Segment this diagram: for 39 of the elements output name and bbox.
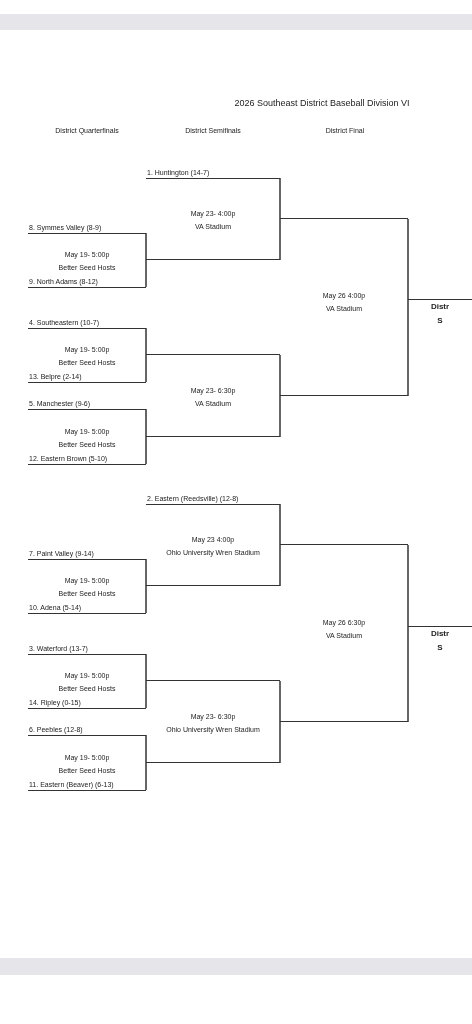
bracket-line — [280, 721, 408, 722]
bracket-connector — [145, 558, 147, 587]
bracket-slot-text: Distr — [429, 628, 451, 640]
bracket-connector — [145, 354, 147, 383]
bracket-connector — [279, 503, 281, 546]
bracket-connector — [407, 299, 409, 397]
bracket-connector — [279, 177, 281, 220]
bracket-connector — [279, 354, 281, 397]
bracket-slot-text: S — [436, 642, 444, 654]
bracket-connector — [145, 327, 147, 356]
bracket-connector — [145, 653, 147, 682]
bracket-line — [280, 218, 408, 219]
bracket-connector — [407, 544, 409, 628]
bracket-connector — [145, 259, 147, 288]
bracket-connector — [145, 408, 147, 438]
bracket-connector — [145, 585, 147, 614]
bracket-connector — [145, 680, 147, 709]
bracket-line — [146, 680, 280, 681]
bracket-line — [280, 395, 408, 396]
bracket-connector — [279, 218, 281, 261]
bracket-slot-text: S — [436, 315, 444, 327]
bracket-connector — [279, 395, 281, 438]
bracket-connector — [407, 626, 409, 723]
bracket-line — [280, 544, 408, 545]
bracket-connector — [279, 721, 281, 764]
bracket-line — [146, 259, 280, 260]
bracket-line — [146, 585, 280, 586]
bracket-connector — [145, 762, 147, 791]
title: 2026 Southeast District Baseball Division VI — [234, 98, 410, 108]
bracket-line — [146, 354, 280, 355]
bracket-line — [146, 436, 280, 437]
bracket-connector — [279, 544, 281, 587]
bracket-slot-text: Distr — [429, 301, 451, 313]
bracket-connector — [145, 436, 147, 465]
bracket-line — [146, 762, 280, 763]
bracket-connector — [407, 218, 409, 301]
bracket-connector — [145, 734, 147, 764]
bracket-connector — [279, 680, 281, 723]
bracket-connector — [145, 232, 147, 261]
